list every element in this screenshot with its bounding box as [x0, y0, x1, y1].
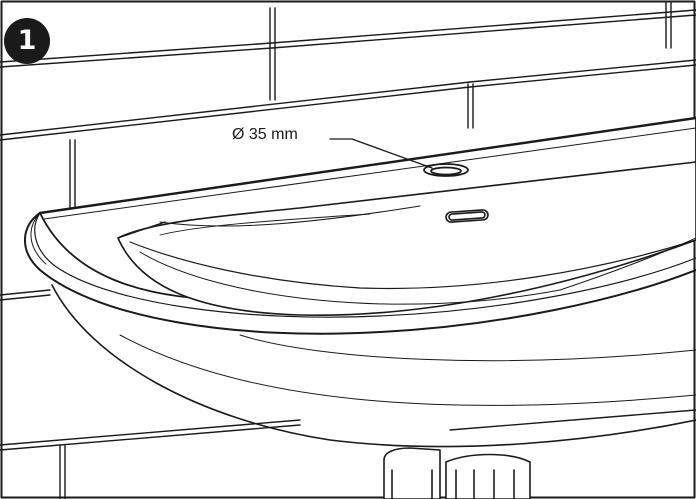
dimension-leader	[329, 138, 433, 169]
basin-body	[51, 284, 696, 448]
drain-pipe	[383, 447, 531, 499]
basin-rim	[24, 212, 696, 335]
overflow-slot	[445, 209, 489, 223]
step-number-badge: 1	[4, 18, 50, 64]
tap-hole-diameter-label: Ø 35 mm	[232, 126, 298, 143]
tap-hole	[423, 163, 469, 177]
